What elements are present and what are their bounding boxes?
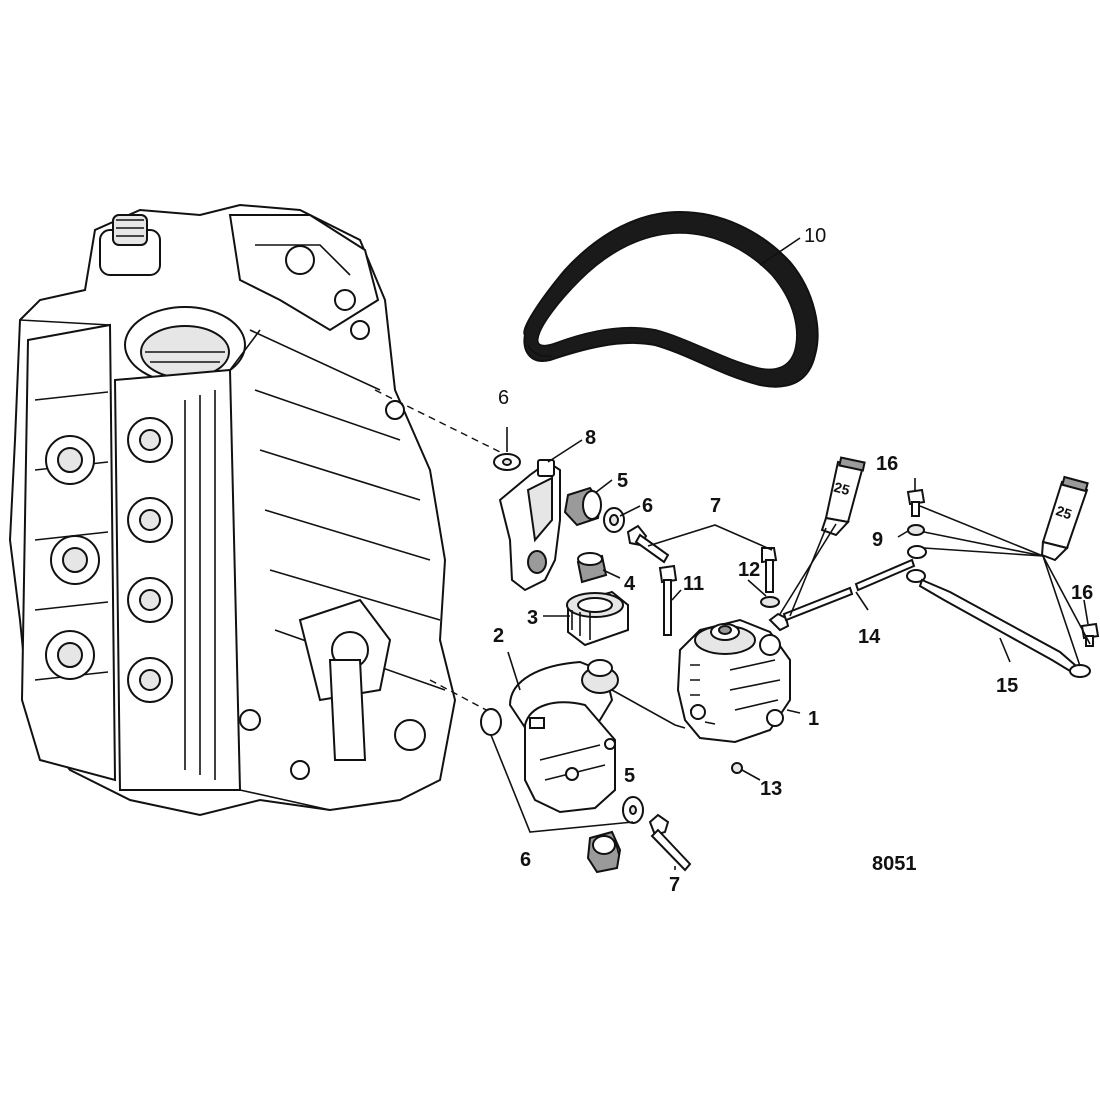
callout-7-upper: 7 <box>710 495 721 517</box>
callout-2: 2 <box>493 625 504 647</box>
callouts: 1 2 3 4 5 5 6 6 6 7 7 8 9 10 11 12 13 14… <box>493 225 1093 896</box>
callout-15: 15 <box>996 675 1018 697</box>
bolt-upper-horizontal <box>626 524 670 564</box>
drive-belt <box>523 210 819 388</box>
bearing <box>566 590 629 647</box>
bolt-lower <box>648 813 692 872</box>
screw-lower <box>1080 622 1100 647</box>
sealant-tube-right <box>1040 475 1089 562</box>
callout-10: 10 <box>804 225 826 247</box>
callout-11: 11 <box>683 573 704 595</box>
diagram-id: 8051 <box>872 853 917 875</box>
washer-lower-right <box>622 796 644 824</box>
screw-upper <box>906 488 926 517</box>
leader-lines <box>490 237 1091 870</box>
callout-12: 12 <box>738 559 760 581</box>
callout-6-right: 6 <box>642 495 653 517</box>
callout-16-upper: 16 <box>876 453 898 475</box>
callout-5-lower: 5 <box>624 765 635 787</box>
alternator <box>676 618 791 744</box>
cable-15 <box>906 569 1091 678</box>
callout-4: 4 <box>624 573 636 595</box>
belt-tensioner <box>508 659 619 814</box>
sealant-label-right: 25 <box>1054 502 1074 522</box>
callout-13: 13 <box>760 778 782 800</box>
callout-1: 1 <box>808 708 819 730</box>
cable-14 <box>768 545 927 632</box>
callout-6-upper: 6 <box>498 387 509 409</box>
bracket <box>498 459 561 592</box>
callout-9: 9 <box>872 529 883 551</box>
callout-5-upper: 5 <box>617 470 628 492</box>
spacer <box>576 552 608 584</box>
washer-lower-left <box>480 708 502 736</box>
washer-right <box>603 507 625 533</box>
bolt-upper-vertical <box>761 547 778 593</box>
long-bolt <box>658 564 678 636</box>
washer-12 <box>760 596 780 608</box>
callout-6-lower: 6 <box>520 849 531 871</box>
washer-upper <box>493 453 521 471</box>
callout-14: 14 <box>858 626 881 648</box>
callout-8: 8 <box>585 427 596 449</box>
callout-3: 3 <box>527 607 538 629</box>
callout-7-lower: 7 <box>669 874 680 896</box>
engine-block <box>8 203 457 817</box>
sealant-label-left: 25 <box>832 479 851 499</box>
nut-13 <box>731 762 743 774</box>
bushing-lower <box>586 830 622 874</box>
callout-16-lower: 16 <box>1071 582 1093 604</box>
bushing-upper <box>563 486 602 527</box>
washer-9 <box>907 524 925 536</box>
